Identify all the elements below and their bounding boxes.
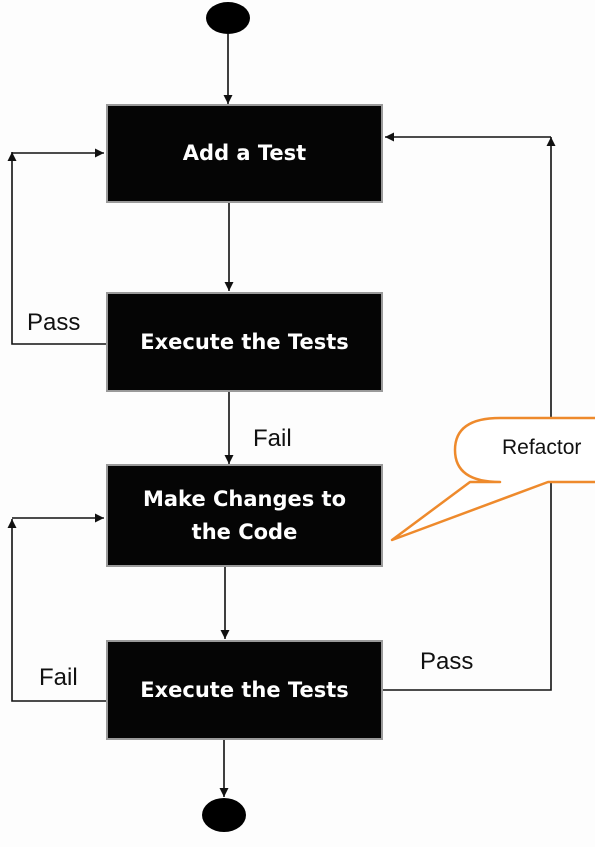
step-execute-tests-1-label: Execute the Tests: [140, 329, 349, 354]
loop-pass-right: [383, 137, 556, 691]
step-make-changes: Make Changes to the Code: [106, 464, 383, 567]
refactor-callout-shape: [390, 416, 595, 542]
edge-label-pass-bottom: Pass: [420, 648, 474, 675]
step-make-changes-label-line1: Make Changes to: [142, 486, 347, 511]
refactor-callout-text: Refactor: [502, 436, 582, 459]
loop-fail-bottom: [7, 519, 106, 702]
step-execute-tests-1: Execute the Tests: [106, 292, 383, 392]
loop-pass-top: [7, 152, 106, 345]
edge-label-fail-middle: Fail: [253, 425, 292, 452]
edge-label-fail-bottom: Fail: [39, 664, 78, 691]
step-execute-tests-2-label: Execute the Tests: [140, 677, 349, 702]
step-make-changes-label-line2: the Code: [191, 519, 298, 544]
step-execute-tests-2: Execute the Tests: [106, 640, 383, 740]
step-add-test: Add a Test: [106, 104, 383, 203]
start-node: [206, 2, 250, 34]
step-add-test-label: Add a Test: [182, 141, 307, 166]
end-node: [202, 798, 246, 832]
edge-label-pass-top: Pass: [27, 309, 81, 336]
